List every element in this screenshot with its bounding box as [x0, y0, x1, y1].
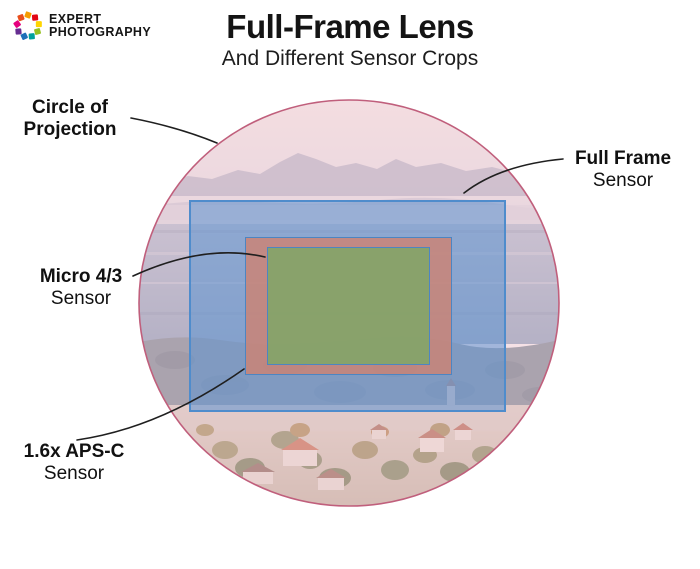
micro-four-thirds-sensor-rect [267, 247, 430, 365]
full-frame-sensor-label: Full Frame Sensor [560, 148, 686, 191]
circle-of-projection [138, 99, 560, 507]
full-frame-sensor-label-line1: Full Frame [574, 148, 672, 169]
aps-c-sensor-label: 1.6x APS-C Sensor [8, 441, 140, 484]
brand-name: EXPERT PHOTOGRAPHY [49, 13, 151, 39]
circle-of-projection-label-line2: Projection [23, 118, 117, 140]
circle-of-projection-label-line1: Circle of [31, 97, 109, 118]
page-title: Full-Frame Lens [226, 8, 474, 45]
brand-name-line1: EXPERT [49, 12, 102, 26]
page-subtitle: And Different Sensor Crops [221, 47, 479, 70]
micro-four-thirds-sensor-label: Micro 4/3 Sensor [16, 266, 146, 309]
micro-four-thirds-sensor-label-line2: Sensor [50, 287, 112, 309]
micro-four-thirds-sensor-label-line1: Micro 4/3 [39, 266, 123, 287]
brand-logo: EXPERT PHOTOGRAPHY [11, 9, 151, 43]
color-wheel-icon [11, 9, 44, 43]
full-frame-sensor-label-line2: Sensor [592, 169, 654, 191]
aps-c-sensor-label-line2: Sensor [43, 462, 105, 484]
circle-of-projection-label: Circle of Projection [4, 97, 136, 140]
aps-c-sensor-label-line1: 1.6x APS-C [23, 441, 125, 462]
brand-name-line2: PHOTOGRAPHY [49, 25, 152, 39]
